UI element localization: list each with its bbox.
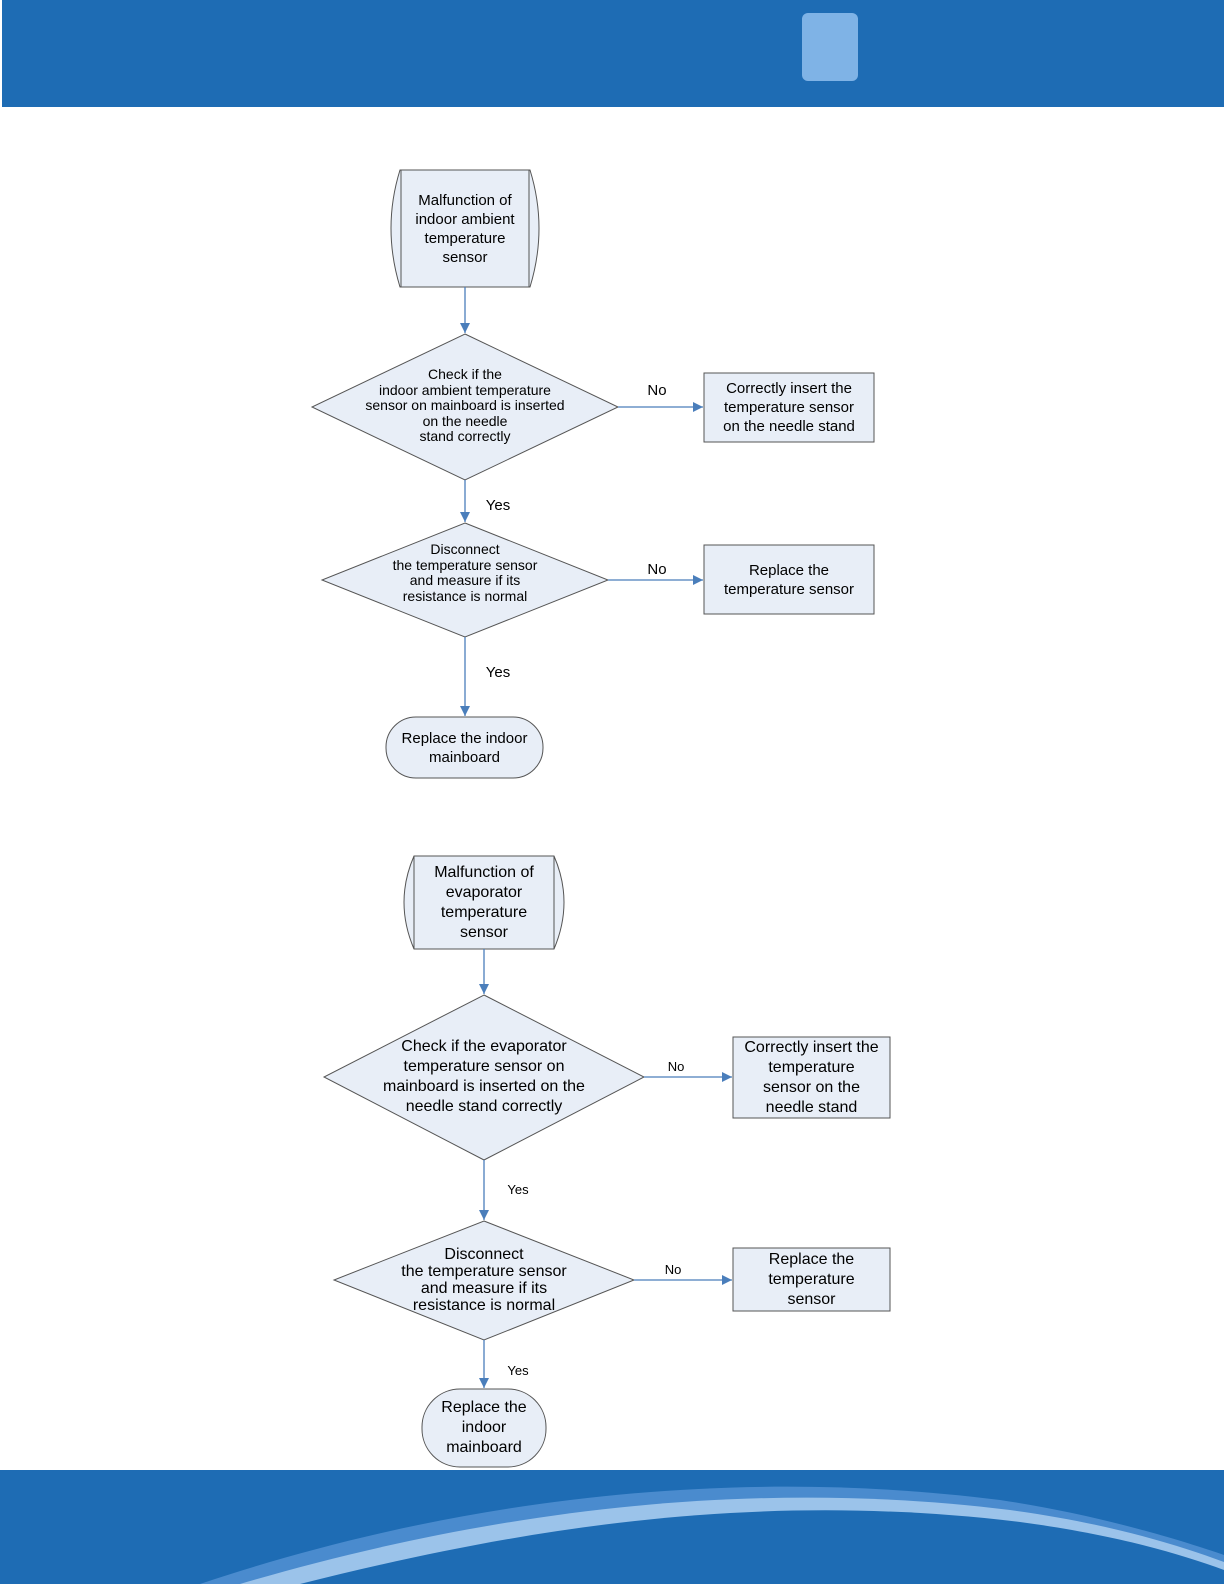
fc1-decision-2-shape (320, 522, 610, 638)
fc1-action-2-shape (703, 544, 875, 615)
fc2-action-2-shape (732, 1247, 891, 1312)
flowchart-2 (322, 855, 891, 1468)
page-footer-bar (0, 1470, 1224, 1584)
fc1-decision-1-shape (310, 333, 620, 481)
header-tab-decoration (802, 13, 858, 81)
fc1-start-shape (390, 169, 540, 288)
fc2-decision-2-shape (332, 1220, 636, 1341)
fc2-decision-1-shape (322, 994, 646, 1161)
fc2-action-1-shape (732, 1036, 891, 1119)
fc1-action-1-shape (703, 372, 875, 443)
page-header-bar (2, 0, 1224, 107)
flowchart-1 (310, 169, 875, 779)
footer-swoosh-decoration (200, 1486, 1224, 1584)
fc2-start-shape (403, 855, 565, 950)
fc1-end-shape (385, 716, 544, 779)
fc2-end-shape (421, 1388, 547, 1468)
